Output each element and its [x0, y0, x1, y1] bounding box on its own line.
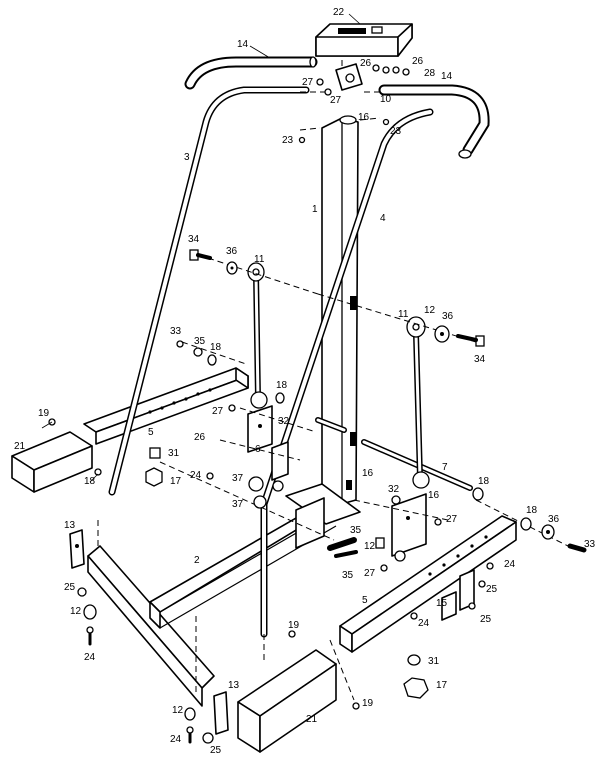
callout-7: 7 [442, 462, 448, 473]
callout-22: 22 [333, 7, 345, 18]
callout-6: 6 [255, 444, 261, 455]
callout-16: 16 [362, 468, 374, 479]
callout-25: 25 [64, 582, 76, 593]
callout-3: 3 [184, 152, 190, 163]
callout-19: 19 [362, 698, 374, 709]
callout-11: 11 [398, 309, 409, 320]
callout-27: 27 [212, 406, 224, 417]
callout-24: 24 [504, 559, 516, 570]
callout-36: 36 [442, 311, 454, 322]
pivot-block-part-10 [335, 63, 363, 91]
callout-1: 1 [312, 204, 318, 215]
bracket-part-13-bottom [213, 691, 229, 735]
arm-part-3 [108, 86, 310, 496]
callout-27: 27 [364, 568, 376, 579]
callout-21: 21 [306, 714, 318, 725]
callout-17: 17 [170, 476, 182, 487]
callout-28: 28 [424, 68, 436, 79]
callout-27: 27 [446, 514, 458, 525]
callout-35: 35 [194, 336, 206, 347]
callout-31: 31 [168, 448, 180, 459]
callout-34: 34 [474, 354, 486, 365]
callout-23: 23 [282, 135, 294, 146]
bracket-part-16-lower [295, 497, 325, 549]
callout-5: 5 [148, 427, 154, 438]
callout-36: 36 [548, 514, 560, 525]
callout-14: 14 [441, 71, 453, 82]
callout-19: 19 [288, 620, 300, 631]
callout-13: 13 [64, 520, 76, 531]
callout-18: 18 [276, 380, 288, 391]
rear-stabilizer-part-5 [83, 367, 249, 445]
callout-24: 24 [418, 618, 430, 629]
callout-12: 12 [424, 305, 436, 316]
callout-27: 27 [330, 95, 342, 106]
callout-23: 23 [390, 126, 402, 137]
callout-13: 13 [228, 680, 240, 691]
connecting-rod-part-11-left [247, 262, 268, 409]
callout-17: 17 [436, 680, 448, 691]
callout-15: 15 [436, 598, 448, 609]
callout-32: 32 [388, 484, 400, 495]
callout-24: 24 [84, 652, 96, 663]
bracket-part-13-mid [271, 441, 289, 481]
callout-18: 18 [210, 342, 222, 353]
callout-34: 34 [188, 234, 200, 245]
callout-26: 26 [194, 432, 206, 443]
callout-5: 5 [362, 595, 368, 606]
callout-labels: 22 14 26 26 28 14 27 27 10 16 23 23 3 1 … [14, 7, 596, 756]
callout-12: 12 [172, 705, 184, 716]
callout-18: 18 [526, 505, 538, 516]
leader-lines [41, 13, 361, 483]
bracket-part-16 [391, 493, 427, 557]
callout-16: 16 [358, 112, 370, 123]
callout-12: 12 [70, 606, 82, 617]
callout-31: 31 [428, 656, 440, 667]
base-frame-part-2 [87, 483, 361, 707]
callout-26: 26 [360, 58, 372, 69]
bracket-part-13-left [69, 529, 85, 569]
callout-10: 10 [380, 94, 392, 105]
callout-27: 27 [302, 77, 314, 88]
callout-25: 25 [486, 584, 498, 595]
connecting-rod-part-11-right [406, 316, 430, 489]
end-cap-part-21-bottom [237, 649, 337, 753]
callout-4: 4 [380, 213, 386, 224]
callout-37: 37 [232, 499, 244, 510]
callout-25: 25 [210, 745, 222, 756]
callout-33: 33 [584, 539, 596, 550]
callout-12: 12 [364, 541, 376, 552]
bracket-part-6 [247, 405, 273, 453]
hardware-bolts [48, 64, 587, 744]
callout-35: 35 [342, 570, 354, 581]
callout-14: 14 [237, 39, 249, 50]
handle-grip-part-14-left [184, 56, 318, 90]
callout-35: 35 [350, 525, 362, 536]
callout-26: 26 [412, 56, 424, 67]
callout-16: 16 [428, 490, 440, 501]
callout-19: 19 [38, 408, 50, 419]
front-stabilizer-part-5 [339, 515, 517, 653]
callout-18: 18 [478, 476, 490, 487]
callout-24: 24 [170, 734, 182, 745]
callout-11: 11 [254, 254, 265, 265]
callout-18: 18 [84, 476, 96, 487]
arm-part-4 [260, 108, 434, 638]
callout-36: 36 [226, 246, 238, 257]
end-cap-part-21-left [11, 431, 93, 493]
callout-24: 24 [190, 470, 202, 481]
console-part-22 [315, 23, 413, 57]
callout-25: 25 [480, 614, 492, 625]
callout-33: 33 [170, 326, 182, 337]
callout-21: 21 [14, 441, 26, 452]
bracket-part-15 [441, 569, 475, 621]
callout-2: 2 [194, 555, 200, 566]
callout-32: 32 [278, 416, 290, 427]
handle-grip-part-14-right [378, 84, 490, 159]
callout-37: 37 [232, 473, 244, 484]
